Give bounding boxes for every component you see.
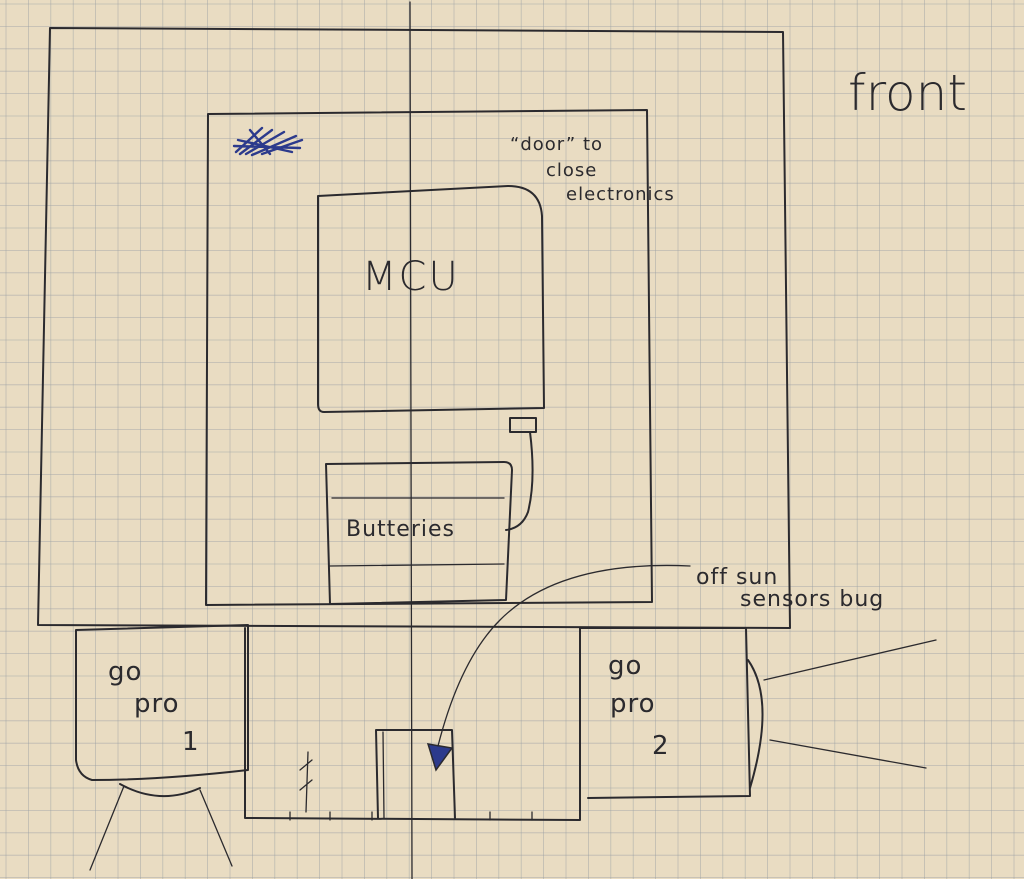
label-gopro2-line3: 2 xyxy=(652,731,670,761)
label-door-line1: “door” to xyxy=(510,134,603,155)
label-gopro1-line1: go xyxy=(108,657,142,687)
label-gopro2-line2: pro xyxy=(610,689,656,719)
gopro-2-view-bottom xyxy=(770,740,926,768)
gopro-1-view-left xyxy=(90,786,124,870)
label-batteries: Butteries xyxy=(346,517,455,542)
sun-sensor-inner xyxy=(383,732,384,818)
label-door-line2: close xyxy=(546,160,597,181)
blue-scribble xyxy=(234,128,302,155)
gopro-1-lens xyxy=(120,784,200,796)
label-gopro1-line3: 1 xyxy=(182,727,200,757)
center-line xyxy=(410,2,412,879)
gopro-1-view-right xyxy=(200,790,232,866)
bottom-compartment xyxy=(245,628,580,820)
label-gopro1-line2: pro xyxy=(134,689,180,719)
bottom-tick-mark xyxy=(300,752,312,812)
label-mcu: MCU xyxy=(362,254,460,300)
label-sensor-line2: sensors bug xyxy=(740,587,884,612)
label-door-line3: electronics xyxy=(566,184,675,205)
label-front: front xyxy=(848,64,967,122)
label-gopro2-line1: go xyxy=(608,651,642,681)
